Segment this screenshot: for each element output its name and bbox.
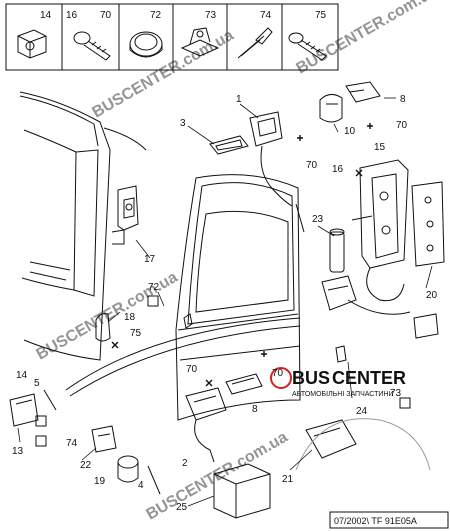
callout-label: 70 xyxy=(306,160,318,171)
bumper-18-drawing xyxy=(95,313,111,342)
screw-75-drawing xyxy=(288,32,327,61)
callout-label: 20 xyxy=(426,290,438,301)
callout-label: 1 xyxy=(236,94,242,105)
callout-label: 70 xyxy=(186,364,198,375)
brand-tagline: АВТОМОБІЛЬНІ ЗАПЧАСТИНИ xyxy=(292,391,393,398)
callout-label: 8 xyxy=(252,404,258,415)
callout-label: 18 xyxy=(124,312,136,323)
cap-13-drawing xyxy=(9,393,39,427)
callout-label: 17 xyxy=(144,254,156,265)
callout-label: 70 xyxy=(396,120,408,131)
callout-label: 74 xyxy=(66,438,78,449)
callout-label: 25 xyxy=(176,502,188,513)
callout-label: 73 xyxy=(390,388,402,399)
parts-header-table xyxy=(5,3,339,71)
header-cell-label: 74 xyxy=(260,10,272,21)
callout-label: 4 xyxy=(138,480,144,491)
brand-logo: BUS CENTER АВТОМОБІЛЬНІ ЗАПЧАСТИНИ xyxy=(270,367,406,398)
callout-label: 75 xyxy=(130,328,142,339)
brand-name-left: BUS xyxy=(292,368,330,388)
header-cell-label: 75 xyxy=(315,10,327,21)
callout-label: 3 xyxy=(180,118,186,129)
callout-label: 16 xyxy=(332,164,344,175)
callout-label: 21 xyxy=(282,474,294,485)
screw-70-drawing xyxy=(73,31,111,61)
guide-10-drawing xyxy=(319,94,343,123)
callout-label: 5 xyxy=(34,378,40,389)
header-cell-label: 70 xyxy=(100,10,112,21)
footer-frame xyxy=(329,511,449,529)
callout-label: 72 xyxy=(148,282,160,293)
footer-reference: 07/2002\ TF 91E05A xyxy=(334,516,417,526)
callout-label: 19 xyxy=(94,476,106,487)
cylinder-23-drawing xyxy=(329,228,345,273)
callout-label: 24 xyxy=(356,406,368,417)
clip-73-drawing xyxy=(180,27,220,57)
header-cell-label: 16 xyxy=(66,10,78,21)
module-21-drawing xyxy=(295,418,431,471)
bushing-19-drawing xyxy=(117,455,139,483)
callout-labels: 1 2 3 4 5 8 8 10 13 14 15 16 17 18 19 20… xyxy=(12,94,438,513)
watermark-url: BUSCENTER.com.ua xyxy=(90,27,237,122)
rivet-74-drawing xyxy=(237,27,273,59)
callout-label: 15 xyxy=(374,142,386,153)
handle-3-drawing xyxy=(209,135,249,155)
hinge-17-drawing xyxy=(111,185,139,245)
callout-label: 70 xyxy=(272,368,284,379)
header-cell-label: 72 xyxy=(150,10,162,21)
plate-20-drawing xyxy=(411,181,445,267)
callout-label: 13 xyxy=(12,446,24,457)
callout-label: 2 xyxy=(182,458,188,469)
rear-door-outline xyxy=(175,174,301,421)
connector-drawing xyxy=(335,313,439,363)
lock-mechanism-15-drawing xyxy=(351,159,409,302)
fastener-marks xyxy=(111,123,373,387)
header-cell-label: 14 xyxy=(40,10,52,21)
callout-label: 23 xyxy=(312,214,324,225)
reference-boxes xyxy=(35,295,411,447)
callout-label: 10 xyxy=(344,126,356,137)
leader-lines xyxy=(17,97,433,507)
brand-name-right: CENTER xyxy=(332,368,406,388)
cables xyxy=(43,317,301,495)
callout-label: 22 xyxy=(80,460,92,471)
grommet-72-drawing xyxy=(129,31,163,58)
bracket-22-drawing xyxy=(91,425,117,453)
header-cell-label: 73 xyxy=(205,10,217,21)
lock-2-drawing xyxy=(185,387,227,463)
handle-8-lower-drawing xyxy=(225,373,263,395)
clip-14-drawing xyxy=(17,29,47,59)
callout-label: 14 xyxy=(16,370,28,381)
bracket-8-top-drawing xyxy=(345,81,381,103)
latch-1-drawing xyxy=(249,111,305,233)
callout-label: 8 xyxy=(400,94,406,105)
van-body-outline xyxy=(19,91,147,361)
actuator-24-drawing xyxy=(321,275,411,315)
box-25-drawing xyxy=(213,463,271,519)
